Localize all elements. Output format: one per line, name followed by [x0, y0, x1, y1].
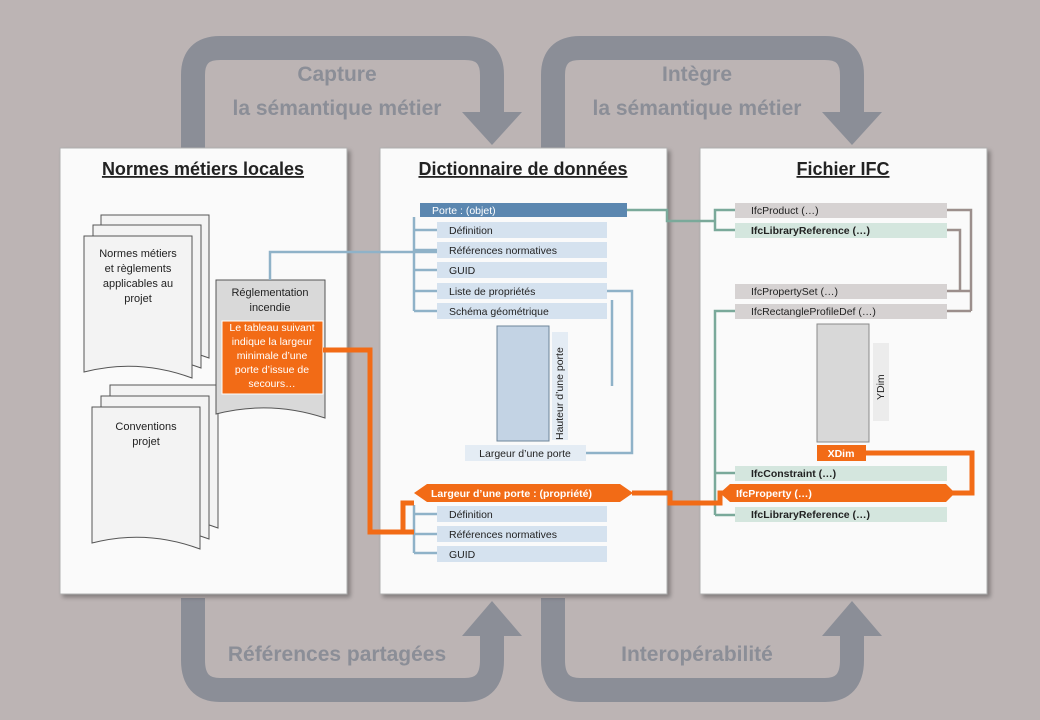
object-item-guid — [437, 262, 607, 278]
property-item-references — [437, 526, 607, 542]
connector-ifc-right-tree — [947, 208, 973, 313]
property-item-guid-label: GUID — [449, 549, 476, 561]
property-item-references-label: Références normatives — [449, 529, 557, 541]
object-item-guid-label: GUID — [449, 265, 476, 277]
object-item-references-label: Références normatives — [449, 245, 557, 257]
flow-label-capture-2: la sémantique métier — [233, 97, 442, 120]
flow-arrow-interop — [541, 598, 882, 702]
highlight-line-5: secours… — [248, 378, 295, 390]
connector-property-tree — [412, 505, 437, 555]
porte-objet-label: Porte : (objet) — [432, 205, 496, 217]
ifc-property-label: IfcProperty (…) — [736, 488, 812, 500]
connector-orange-xdim — [866, 450, 975, 496]
property-item-definition-label: Définition — [449, 509, 493, 521]
object-item-proprietes — [437, 283, 607, 299]
door-width-label: Largeur d’une porte — [479, 448, 571, 460]
doc-normes-line-2: et règlements — [105, 263, 172, 275]
porte-objet-header — [420, 203, 627, 217]
doc-conventions-line-1: Conventions — [115, 421, 177, 433]
doc-reglementation-line-2: incendie — [250, 302, 291, 314]
object-item-definition-label: Définition — [449, 225, 493, 237]
connector-porte-ifc — [627, 208, 735, 232]
connector-proprietes-largeur — [586, 289, 634, 455]
ifc-library-reference-1-label: IfcLibraryReference (…) — [751, 225, 870, 237]
doc-conventions-line-2: projet — [132, 436, 160, 448]
ifc-constraint — [735, 466, 947, 481]
connector-ifc-tree — [713, 309, 735, 517]
panel-title-ifc: Fichier IFC — [796, 159, 889, 179]
flow-label-capture-1: Capture — [297, 63, 376, 86]
property-header-label: Largeur d’une porte : (propriété) — [431, 488, 592, 500]
ifc-property — [720, 484, 955, 502]
ydim-label: YDim — [875, 374, 887, 400]
ifc-product — [735, 203, 947, 218]
doc-reglementation-line-1: Réglementation — [231, 287, 308, 299]
object-item-proprietes-label: Liste de propriétés — [449, 286, 535, 298]
connector-object-tree — [412, 217, 437, 313]
doc-stack-conventions: Conventions projet — [91, 384, 219, 550]
ifc-property-set-label: IfcPropertySet (…) — [751, 286, 838, 298]
ifc-constraint-label: IfcConstraint (…) — [751, 468, 836, 480]
door-height-tag — [552, 332, 568, 440]
panel-title-dictionnaire: Dictionnaire de données — [418, 159, 627, 179]
xdim-label: XDim — [828, 448, 855, 460]
highlight-line-4: porte d’issue de — [235, 364, 309, 376]
doc-stack-normes: Normes métiers et règlements applicables… — [83, 214, 210, 379]
profile-schematic — [816, 323, 870, 443]
connector-orange-source — [323, 347, 414, 535]
property-header — [414, 484, 633, 502]
object-item-definition — [437, 222, 607, 238]
connector-reglementation-references — [268, 250, 437, 280]
ifc-rectangle-profile-def-label: IfcRectangleProfileDef (…) — [751, 306, 876, 318]
xdim-tag — [817, 445, 866, 461]
highlight-line-2: indique la largeur — [232, 336, 313, 348]
doc-normes-line-4: projet — [124, 293, 152, 305]
panel-title-normes: Normes métiers locales — [102, 159, 304, 179]
ifc-library-reference-2-label: IfcLibraryReference (…) — [751, 509, 870, 521]
door-width-tag — [465, 445, 586, 461]
ydim-tag — [873, 343, 889, 421]
flow-label-references: Références partagées — [228, 643, 446, 666]
flow-label-interop: Interopérabilité — [621, 643, 773, 666]
connectors — [268, 208, 975, 555]
ifc-library-reference-2 — [735, 507, 947, 522]
flow-arrow-integre — [541, 36, 882, 150]
object-item-schema-label: Schéma géométrique — [449, 306, 549, 318]
object-item-schema — [437, 303, 607, 319]
doc-normes-line-1: Normes métiers — [99, 248, 177, 260]
flow-label-integre-2: la sémantique métier — [593, 97, 802, 120]
highlight-line-1: Le tableau suivant — [229, 322, 314, 334]
ifc-property-set — [735, 284, 947, 299]
highlight-line-3: minimale d’une — [237, 350, 308, 362]
connector-orange-loop — [400, 500, 414, 535]
property-item-guid — [437, 546, 607, 562]
ifc-product-label: IfcProduct (…) — [751, 205, 819, 217]
door-schematic — [496, 325, 550, 442]
object-item-references — [437, 242, 607, 258]
highlight-tableau: Le tableau suivant indique la largeur mi… — [221, 320, 324, 395]
door-height-label: Hauteur d’une porte — [554, 347, 566, 440]
flow-label-integre-1: Intègre — [662, 63, 732, 86]
property-item-definition — [437, 506, 607, 522]
flow-arrow-references — [181, 598, 522, 702]
flow-arrow-capture — [181, 36, 522, 150]
doc-normes-line-3: applicables au — [103, 278, 173, 290]
ifc-rectangle-profile-def — [735, 304, 947, 319]
ifc-library-reference-1 — [735, 223, 947, 238]
